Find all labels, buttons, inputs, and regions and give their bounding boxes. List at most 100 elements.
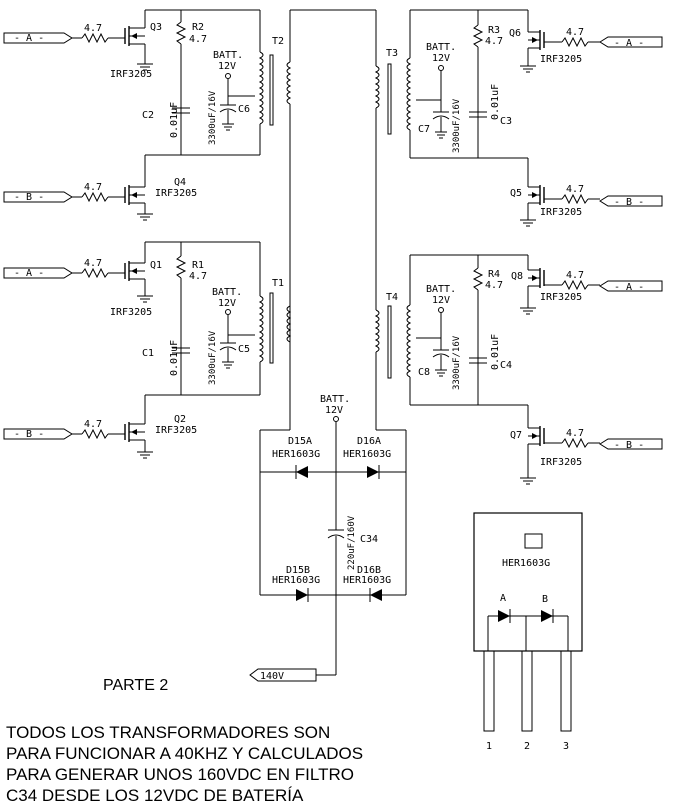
designator-q8: Q8 xyxy=(511,271,523,282)
input-port-b-label: - B - xyxy=(614,197,644,208)
mosfet-q5-part: IRF3205 xyxy=(540,207,582,218)
mosfet-q6-part: IRF3205 xyxy=(540,54,582,65)
designator-d15b: D15B xyxy=(286,565,310,576)
designator-d15a: D15A xyxy=(288,436,312,447)
batt-label-top: BATT. xyxy=(213,50,243,61)
batt-voltage: 12V xyxy=(325,405,343,416)
designator-c34: C34 xyxy=(360,534,378,545)
pin-2: 2 xyxy=(524,741,530,752)
output-port-140v xyxy=(249,668,317,682)
mosfet-q4-part: IRF3205 xyxy=(155,188,197,199)
gate-resistor-value: 4.7 xyxy=(566,184,584,195)
input-port-b-label: - B - xyxy=(614,440,644,451)
designator-q5: Q5 xyxy=(510,188,522,199)
capacitor-c3-value: 0.01uF xyxy=(490,84,501,120)
batt-voltage: 12V xyxy=(218,298,236,309)
batt-voltage: 12V xyxy=(432,295,450,306)
block-t4: T4 BATT. 12V C8 3300uF/16V R4 4.7 C4 0.0… xyxy=(374,254,663,485)
designator-q2: Q2 xyxy=(174,414,186,425)
diode-d15b-part: HER1603G xyxy=(272,575,320,586)
resistor-r1-value: 4.7 xyxy=(189,271,207,282)
capacitor-c7-value: 3300uF/16V xyxy=(452,98,462,153)
designator-r4: R4 xyxy=(488,269,500,280)
block-t1: - A - 4.7 Q1 IRF3205 R1 4.7 C1 0.01uF BA… xyxy=(3,241,292,459)
diode-d16a-part: HER1603G xyxy=(343,449,391,460)
mosfet-q8-part: IRF3205 xyxy=(540,292,582,303)
batt-label: BATT. xyxy=(320,394,350,405)
input-port-a xyxy=(3,32,73,44)
gate-resistor-value: 4.7 xyxy=(84,258,102,269)
designator-c6: C6 xyxy=(238,104,250,115)
designator-r3: R3 xyxy=(488,25,500,36)
resistor-r3-value: 4.7 xyxy=(485,36,503,47)
capacitor-c5-value: 3300uF/16V xyxy=(208,330,218,385)
capacitor-c2-value: 0.01uF xyxy=(169,102,180,138)
gate-resistor-value: 4.7 xyxy=(566,428,584,439)
resistor-r2-value: 4.7 xyxy=(189,34,207,45)
designator-c2: C2 xyxy=(142,110,154,121)
designator-c7: C7 xyxy=(418,124,430,135)
gate-resistor-value: 4.7 xyxy=(84,23,102,34)
designator-c4: C4 xyxy=(500,360,512,371)
designator-t2: T2 xyxy=(272,36,284,47)
her1603g-package: HER1603G A B 1 2 3 xyxy=(473,512,583,752)
designator-q3: Q3 xyxy=(150,22,162,33)
batt-voltage: 12V xyxy=(432,53,450,64)
input-port-a xyxy=(3,267,73,279)
block-t2: - A - 4.7 Q3 IRF3205 R2 4.7 C2 0.01uF xyxy=(3,9,292,221)
note-line-1: TODOS LOS TRANSFORMADORES SON xyxy=(6,723,330,742)
package-diode-a: A xyxy=(500,593,506,604)
gate-resistor-value: 4.7 xyxy=(84,182,102,193)
gate-resistor xyxy=(81,32,109,44)
input-port-b xyxy=(599,438,663,450)
input-port-b-label: - B - xyxy=(14,192,44,203)
designator-q6: Q6 xyxy=(509,28,521,39)
pin-3: 3 xyxy=(563,741,569,752)
output-port-label: 140V xyxy=(260,671,284,682)
page-title: PARTE 2 xyxy=(103,677,168,694)
batt-voltage-top: 12V xyxy=(218,61,236,72)
input-port-a-label: - A - xyxy=(14,268,44,279)
designator-q1: Q1 xyxy=(150,260,162,271)
designator-q7: Q7 xyxy=(510,430,522,441)
mosfet-q1-part: IRF3205 xyxy=(110,307,152,318)
mosfet-q2-part: IRF3205 xyxy=(155,425,197,436)
input-port-b xyxy=(599,195,663,207)
designator-t3: T3 xyxy=(386,48,398,59)
gate-resistor-value: 4.7 xyxy=(566,270,584,281)
diode-d15a-part: HER1603G xyxy=(272,449,320,460)
capacitor-c1-value: 0.01uF xyxy=(169,340,180,376)
designator-d16b: D16B xyxy=(357,565,381,576)
block-t3: T3 BATT. 12V C7 3300uF/16V R3 4.7 C3 0.0… xyxy=(289,9,663,310)
designator-t4: T4 xyxy=(386,292,398,303)
designator-c8: C8 xyxy=(418,367,430,378)
designator-c3: C3 xyxy=(500,116,512,127)
batt-label: BATT. xyxy=(426,284,456,295)
designator-c5: C5 xyxy=(238,344,250,355)
designator-t1: T1 xyxy=(272,278,284,289)
gate-resistor-value: 4.7 xyxy=(566,27,584,38)
input-port-a xyxy=(599,36,663,48)
capacitor-c4-value: 0.01uF xyxy=(490,334,501,370)
designator-q4: Q4 xyxy=(174,177,186,188)
mosfet-q3-part: IRF3205 xyxy=(110,69,152,80)
batt-label: BATT. xyxy=(212,287,242,298)
input-port-b xyxy=(3,428,73,440)
note-line-3: PARA GENERAR UNOS 160VDC EN FILTRO xyxy=(6,765,354,784)
input-port-a-label: - A - xyxy=(14,33,44,44)
input-port-a xyxy=(599,280,663,292)
mosfet-q7-part: IRF3205 xyxy=(540,457,582,468)
note-line-4: C34 DESDE LOS 12VDC DE BATERÍA xyxy=(6,786,304,805)
diode-d16b-part: HER1603G xyxy=(343,575,391,586)
capacitor-c34-value: 220uF/160V xyxy=(347,515,357,570)
capacitor-c8-value: 3300uF/16V xyxy=(452,335,462,390)
capacitor-c6-value: 3300uF/16V xyxy=(208,90,218,145)
package-part-label: HER1603G xyxy=(502,558,550,569)
designator-c1: C1 xyxy=(142,348,154,359)
batt-label: BATT. xyxy=(426,42,456,53)
input-port-b xyxy=(3,191,73,203)
input-port-a-label: - A - xyxy=(614,38,644,49)
input-port-a-label: - A - xyxy=(614,282,644,293)
pin-1: 1 xyxy=(486,741,492,752)
